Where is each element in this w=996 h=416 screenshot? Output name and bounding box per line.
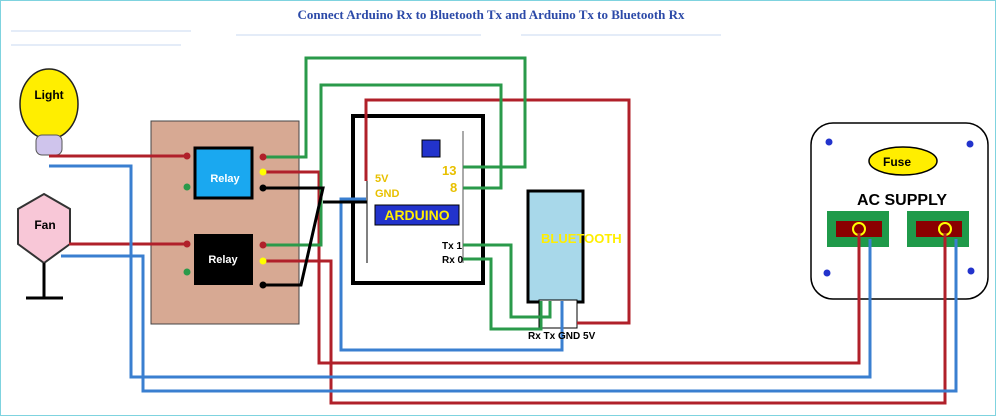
bluetooth-pin-header xyxy=(538,299,578,329)
arduino-label-box xyxy=(374,204,460,226)
arduino-gnd-label: GND xyxy=(375,188,400,200)
arduino-chip xyxy=(421,139,441,158)
faint-background-strokes xyxy=(11,30,721,46)
arduino-pin-8-label: 8 xyxy=(450,180,457,195)
ac-supply-label: AC SUPPLY xyxy=(857,192,947,209)
diagram-title: Connect Arduino Rx to Bluetooth Tx and A… xyxy=(297,7,685,22)
light-bulb-base xyxy=(35,134,63,156)
arduino-board xyxy=(351,114,485,285)
fan-label: Fan xyxy=(34,218,55,232)
arduino-5v-label: 5V xyxy=(375,173,389,185)
bluetooth-pins-label: Rx Tx GND 5V xyxy=(528,331,596,342)
mounting-holes xyxy=(823,138,975,277)
relay-1-label: Relay xyxy=(210,173,240,185)
red-wires xyxy=(49,98,947,405)
light-label: Light xyxy=(34,88,63,102)
relay-2 xyxy=(194,234,253,285)
arduino-tx-label: Tx 1 xyxy=(442,241,462,252)
bluetooth-module xyxy=(526,189,585,304)
fuse-label: Fuse xyxy=(883,155,911,169)
blue-wires xyxy=(49,164,958,393)
terminal-dots xyxy=(183,152,267,289)
bluetooth-label: BLUETOOTH xyxy=(541,231,622,246)
relay-1 xyxy=(193,146,254,200)
arduino-pin-13-label: 13 xyxy=(442,163,456,178)
light-bulb-icon xyxy=(19,68,79,140)
relay-2-label: Relay xyxy=(208,254,238,266)
arduino-rx-label: Rx 0 xyxy=(442,255,464,266)
arduino-label: ARDUINO xyxy=(384,207,449,223)
ac-socket-left-slot xyxy=(836,221,882,237)
fuse-icon xyxy=(868,146,938,176)
black-wires xyxy=(263,186,367,287)
